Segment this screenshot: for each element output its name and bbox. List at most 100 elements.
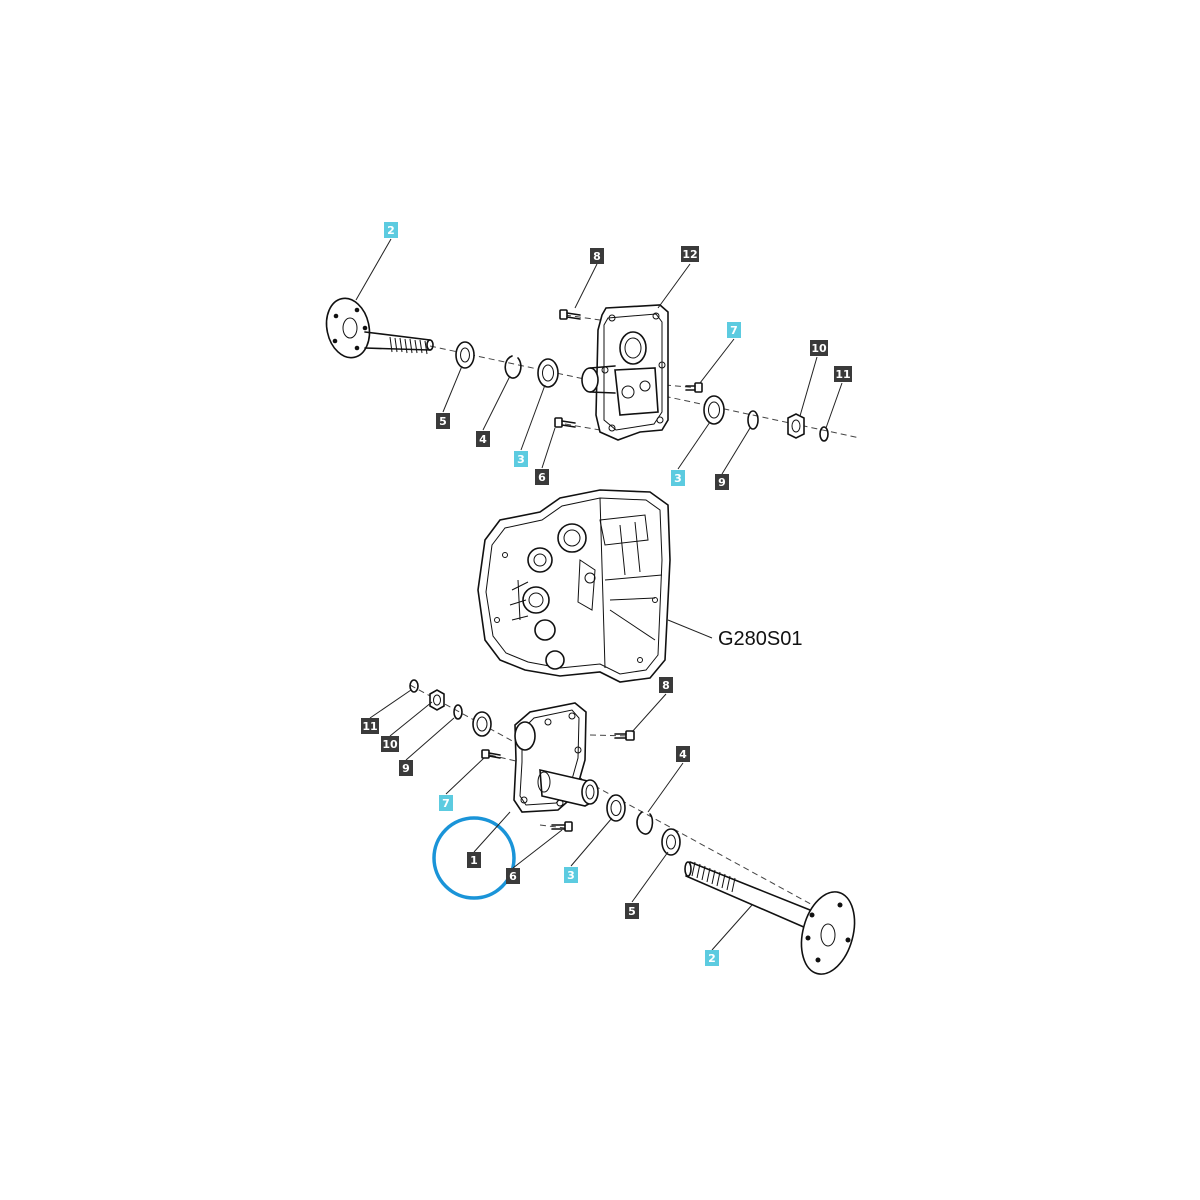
callout-badge-box — [514, 451, 528, 467]
callout-3-badge: 3 — [564, 867, 578, 883]
upper-bolt-axis-3 — [664, 384, 701, 389]
callout-badge-box — [399, 760, 413, 776]
callout-7-badge: 7 — [439, 795, 453, 811]
callout-8-badge: 8 — [590, 248, 604, 264]
lower-bolt-axis-2 — [489, 754, 521, 763]
callout-badge-box — [659, 677, 673, 693]
upper-nut-10 — [787, 413, 805, 439]
callout-number: 1 — [470, 854, 478, 867]
upper-bolt-7 — [685, 382, 703, 393]
callout-9-badge: 9 — [399, 760, 413, 776]
callout-number: 3 — [674, 472, 682, 485]
callout-2-badge: 2 — [384, 222, 398, 238]
lower-snap-ring-11 — [409, 679, 419, 693]
lower-bolt-7 — [481, 749, 501, 759]
callout-3-badge: 3 — [514, 451, 528, 467]
lower-bolt-8 — [614, 730, 635, 741]
callout-badge-box — [381, 736, 399, 752]
upper-bolt-top — [559, 309, 581, 320]
callout-4-badge: 4 — [476, 431, 490, 447]
upper-cover-plate — [581, 304, 669, 441]
callout-number: 9 — [718, 476, 726, 489]
callout-10-badge: 10 — [810, 340, 828, 356]
lower-cover-part-1 — [513, 702, 599, 813]
callout-number: 12 — [682, 248, 697, 261]
upper-axle-shaft — [325, 297, 434, 359]
callout-number: 4 — [479, 433, 487, 446]
callout-badge-box — [476, 431, 490, 447]
callout-badge-box — [361, 718, 379, 734]
callout-11-badge: 11 — [834, 366, 852, 382]
upper-snap-ring-11 — [819, 426, 829, 442]
upper-bolt-axis-2 — [564, 423, 601, 431]
lower-nut-10 — [429, 689, 445, 711]
callout-number: 8 — [593, 250, 601, 263]
lower-axle-shaft — [684, 861, 856, 975]
lower-bearing-top — [472, 711, 492, 737]
callout-9-badge: 9 — [715, 474, 729, 490]
callout-number: 11 — [362, 720, 377, 733]
callout-number: 3 — [517, 453, 525, 466]
callout-number: 2 — [387, 224, 395, 237]
callout-8-badge: 8 — [659, 677, 673, 693]
callout-badge-box — [727, 322, 741, 338]
lower-assembly — [409, 679, 856, 975]
callout-badge-box — [439, 795, 453, 811]
callout-5-badge: 5 — [436, 413, 450, 429]
callout-number: 5 — [628, 905, 636, 918]
callout-number: 6 — [538, 471, 546, 484]
upper-bearing-left — [537, 358, 559, 388]
callout-number: 10 — [382, 738, 398, 751]
callout-badge-box — [436, 413, 450, 429]
lower-bolt-6 — [551, 821, 573, 832]
callout-badge-box — [564, 867, 578, 883]
callout-badge-box — [810, 340, 828, 356]
callout-number: 5 — [439, 415, 447, 428]
upper-axis-line — [429, 345, 861, 439]
callout-badge-box — [715, 474, 729, 490]
upper-assembly — [325, 297, 861, 442]
callout-badge-box — [834, 366, 852, 382]
callout-3-badge: 3 — [671, 470, 685, 486]
housing-code-leader — [667, 619, 713, 639]
callout-number: 10 — [811, 342, 827, 355]
callout-number: 3 — [567, 869, 575, 882]
callout-5-badge: 5 — [625, 903, 639, 919]
callout-number: 8 — [662, 679, 670, 692]
callout-2-badge: 2 — [705, 950, 719, 966]
callout-12-badge: 12 — [681, 246, 699, 262]
callout-10-badge: 10 — [381, 736, 399, 752]
callout-number: 2 — [708, 952, 716, 965]
lower-seal — [661, 828, 681, 856]
lower-bolt-axis-3 — [539, 824, 566, 829]
callout-badge-box — [625, 903, 639, 919]
callout-badge-box — [384, 222, 398, 238]
upper-bearing-right — [703, 395, 725, 425]
callout-badge-box — [535, 469, 549, 485]
callout-badge-box — [467, 852, 481, 868]
lower-ring-9 — [453, 704, 463, 720]
callout-11-badge: 11 — [361, 718, 379, 734]
callout-badge-box — [681, 246, 699, 262]
callout-badge-box — [671, 470, 685, 486]
callout-badge-box — [506, 868, 520, 884]
upper-seal — [455, 341, 475, 369]
callout-number: 7 — [442, 797, 450, 810]
central-housing — [477, 489, 713, 683]
highlight-circle — [432, 816, 516, 900]
callout-7-badge: 7 — [727, 322, 741, 338]
upper-ring-9 — [747, 410, 759, 430]
callout-number: 6 — [509, 870, 517, 883]
lower-circlip — [636, 811, 654, 835]
callout-badge-box — [676, 746, 690, 762]
callout-number: 9 — [402, 762, 410, 775]
lower-bearing-bottom — [606, 794, 626, 822]
callout-badge-box — [590, 248, 604, 264]
callout-1-badge: 1 — [467, 852, 481, 868]
callout-number: 7 — [730, 324, 738, 337]
upper-circlip — [504, 355, 522, 379]
lower-bolt-axis — [589, 734, 631, 737]
callout-4-badge: 4 — [676, 746, 690, 762]
